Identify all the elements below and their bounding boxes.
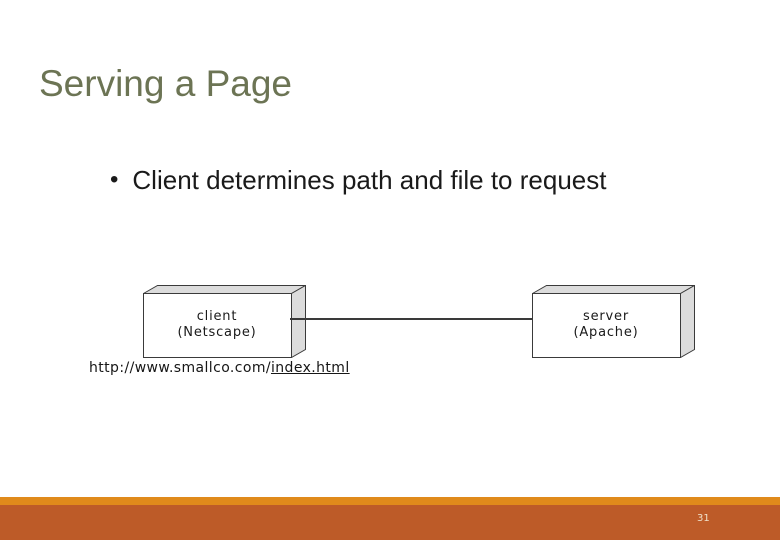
page-number: 31 <box>697 513 710 524</box>
request-url-file: index.html <box>270 360 350 376</box>
footer-accent-strip <box>0 497 780 505</box>
server-node-box-icon <box>532 285 695 358</box>
server-node-label-line1: server <box>583 309 629 324</box>
request-url-text: http://www.smallco.com/index.html <box>89 360 350 376</box>
client-node-label-line1: client <box>196 309 238 324</box>
client-node: client (Netscape) <box>143 285 306 358</box>
client-node-box-icon <box>143 285 306 358</box>
bullet-text: Client determines path and file to reque… <box>132 165 607 195</box>
bullet-item: • Client determines path and file to req… <box>110 164 606 197</box>
footer-bar <box>0 505 780 540</box>
server-node-label-line2: (Apache) <box>573 325 639 340</box>
server-node: server (Apache) <box>532 285 695 358</box>
page-title: Serving a Page <box>39 63 293 104</box>
connector-line <box>290 318 533 320</box>
bullet-icon: • <box>110 166 119 193</box>
client-node-label: client (Netscape) <box>143 293 291 357</box>
server-node-label: server (Apache) <box>532 293 680 357</box>
client-node-label-line2: (Netscape) <box>177 325 257 340</box>
request-url-prefix: http://www.smallco.com/ <box>89 360 271 376</box>
